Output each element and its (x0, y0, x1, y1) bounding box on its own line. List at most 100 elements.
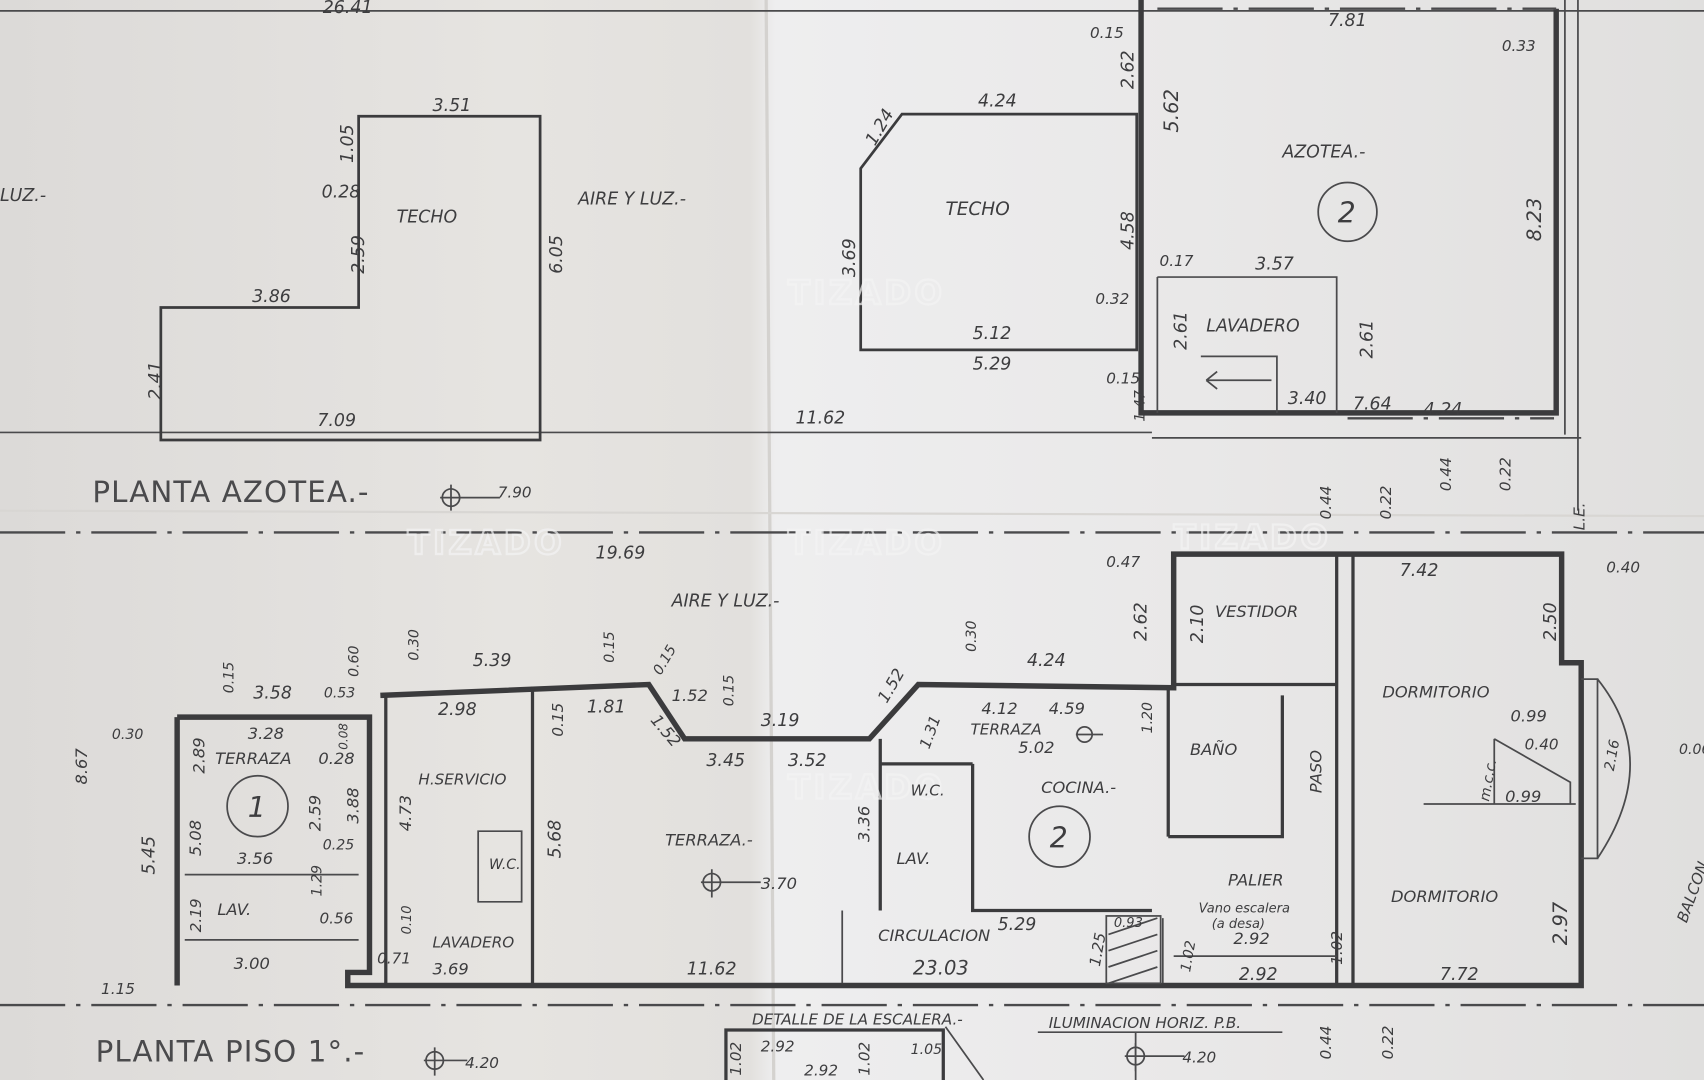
room-label: m.c.c. (1477, 758, 1500, 803)
dimension: 2.97 (1549, 901, 1572, 945)
dimension: 1.05 (911, 1042, 942, 1058)
dimension: 1.29 (310, 865, 326, 896)
room-label: CIRCULACION (878, 926, 990, 945)
level-marker-icon (1075, 726, 1104, 743)
room-label: W.C. (489, 857, 521, 873)
dimension: 2.10 (1188, 605, 1208, 644)
dimension: 0.44 (1437, 457, 1455, 491)
dimension: 4.59 (1049, 699, 1085, 718)
dimension: 0.44 (1317, 486, 1335, 520)
dimension: 5.08 (186, 820, 205, 856)
dimension: 0.99 (1505, 787, 1541, 806)
room-label: TERRAZA.- (665, 830, 753, 849)
dimension: 2.98 (438, 700, 477, 720)
dimension: 4.58 (1118, 211, 1138, 250)
dimension: 7.09 (317, 411, 356, 431)
room-label: PASO (1306, 750, 1325, 793)
floor-plan-title: PLANTA PISO 1°.- (96, 1035, 366, 1069)
room-label: LAV. (217, 900, 251, 919)
dimension: 4.24 (978, 91, 1017, 111)
dimension: 2.92 (1233, 929, 1269, 948)
room-label: TERRAZA (215, 749, 291, 768)
room-label: L.E. (1570, 502, 1588, 530)
room-label: LAVADERO (1206, 316, 1299, 336)
dimension: 0.22 (1377, 486, 1395, 520)
room-label: DORMITORIO (1382, 683, 1489, 702)
room-label: AIRE Y LUZ.- (671, 591, 780, 611)
dimension: 1.02 (1328, 931, 1346, 965)
dimension: 5.68 (546, 820, 566, 859)
dimension: 2.92 (804, 1062, 838, 1080)
dimension: 3.88 (344, 787, 363, 823)
dimension: 1.52 (672, 686, 708, 705)
level-marker-icon (423, 1047, 468, 1076)
dimension: 3.28 (248, 724, 284, 743)
dimension: 6.05 (547, 235, 567, 274)
room-label: AIRE Y LUZ.- (577, 189, 686, 209)
watermark: TIZADO (788, 524, 946, 562)
dimension: 0.17 (1160, 252, 1194, 270)
dimension: 5.39 (473, 651, 512, 671)
dimension: 2.16 (1602, 738, 1623, 772)
dimension: 4.73 (396, 795, 415, 831)
paper-fold (0, 509, 1704, 518)
dimension: 3.51 (433, 96, 472, 116)
dimension: 2.50 (1541, 602, 1561, 641)
room-label: DORMITORIO (1391, 887, 1498, 906)
dimension: 5.45 (139, 836, 159, 875)
dimension: 0.40 (1525, 736, 1559, 754)
dimension: 3.40 (1288, 389, 1327, 409)
room-label: Vano escalera (1199, 902, 1290, 917)
dimension: 4.24 (1027, 651, 1066, 671)
dimension: 3.00 (234, 954, 270, 973)
dimension: 3.57 (1255, 254, 1294, 274)
dimension: 3.58 (253, 684, 292, 704)
dimension: 1.20 (1140, 702, 1156, 733)
dimension: 2.41 (146, 361, 166, 400)
dimension: 8.67 (72, 748, 91, 785)
dimension: 3.19 (761, 711, 800, 731)
dimension: 3.45 (706, 751, 745, 771)
room-label: PALIER (1228, 871, 1284, 890)
room-label: LUZ.- (0, 186, 46, 206)
watermark: TIZADO (788, 274, 946, 312)
stair-detail-title: DETALLE DE LA ESCALERA.- (752, 1011, 963, 1029)
dimension: 1.02 (727, 1042, 745, 1076)
dimension: 1.15 (101, 980, 135, 998)
dimension: 2.59 (349, 235, 369, 274)
room-label: TECHO (945, 199, 1009, 220)
dimension: 0.47 (1106, 553, 1140, 571)
dimension: 2.62 (1118, 50, 1138, 89)
level-label: 4.20 (1182, 1049, 1216, 1067)
roof-plan-title: PLANTA AZOTEA.- (92, 475, 369, 509)
dimension: 5.62 (1160, 89, 1183, 133)
dimension: 5.29 (998, 915, 1037, 935)
dimension: 4.12 (981, 699, 1017, 718)
dimension: 0.99 (1511, 706, 1547, 725)
dimension: 0.28 (322, 183, 361, 203)
dimension: 0.28 (318, 749, 354, 768)
room-label: AZOTEA.- (1281, 143, 1365, 163)
dimension: 0.32 (1095, 290, 1129, 308)
dimension: 1.47 (1132, 390, 1148, 421)
dimension: 7.81 (1328, 11, 1367, 31)
room-label: (a desa) (1212, 917, 1265, 932)
room-label: COCINA.- (1041, 778, 1116, 797)
dimension: 0.30 (406, 629, 422, 660)
dimension: 5.02 (1018, 738, 1054, 757)
room-label: BAÑO (1190, 740, 1237, 759)
dimension: 2.92 (1239, 965, 1278, 985)
level-label: 7.90 (498, 484, 532, 502)
dimension: 26.41 (323, 0, 373, 18)
dimension: 0.15 (222, 662, 238, 693)
dimension: 11.62 (795, 409, 845, 429)
dimension: 0.44 (1317, 1026, 1335, 1060)
dimension: 5.12 (973, 324, 1012, 344)
dimension: 2.62 (1132, 602, 1152, 641)
dimension: 5.29 (973, 354, 1012, 374)
dimension: 0.40 (1606, 559, 1640, 577)
dimension: 3.69 (840, 238, 860, 277)
